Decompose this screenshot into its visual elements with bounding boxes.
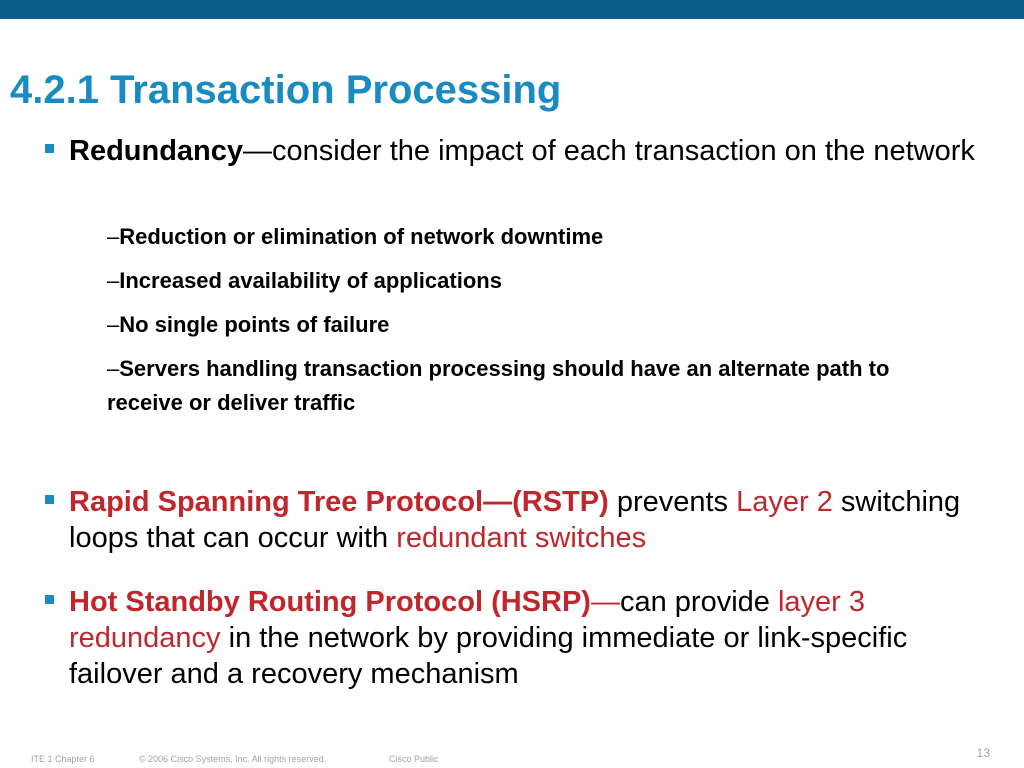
bullet-hsrp: Hot Standby Routing Protocol (HSRP)—can … xyxy=(45,584,975,692)
bullet-body: in the network by providing immediate or… xyxy=(69,622,908,690)
footer-chapter: ITE 1 Chapter 6 xyxy=(31,754,95,764)
sub-bullet: –Servers handling transaction processing… xyxy=(107,356,890,415)
sub-bullet: –Reduction or elimination of network dow… xyxy=(107,224,604,249)
bullet-dash: — xyxy=(590,586,620,618)
bullet-text: Hot Standby Routing Protocol (HSRP)—can … xyxy=(45,584,975,692)
bullet-highlight: Layer 2 xyxy=(736,486,833,518)
bullet-lead: Rapid Spanning Tree Protocol—(RSTP) xyxy=(69,486,609,518)
bullet-redundancy: Redundancy—consider the impact of each t… xyxy=(45,133,975,169)
bullet-rstp: Rapid Spanning Tree Protocol—(RSTP) prev… xyxy=(45,484,975,556)
square-bullet-icon xyxy=(45,495,54,504)
sub-bullet: –Increased availability of applications xyxy=(107,268,502,293)
slide-title: 4.2.1 Transaction Processing xyxy=(10,68,562,112)
sub-bullet: –No single points of failure xyxy=(107,312,390,337)
bullet-highlight: layer 3 redundancy xyxy=(69,586,866,654)
bullet-highlight: redundant switches xyxy=(396,522,647,554)
bullet-body: can provide xyxy=(619,586,778,618)
bullet-text: Rapid Spanning Tree Protocol—(RSTP) prev… xyxy=(45,484,975,556)
bullet-text: Redundancy—consider the impact of each t… xyxy=(45,133,975,169)
sub-bullet-text: Increased availability of applications xyxy=(119,268,502,293)
square-bullet-icon xyxy=(45,595,54,604)
footer-copyright: © 2006 Cisco Systems, Inc. All rights re… xyxy=(139,754,327,764)
bullet-lead: Hot Standby Routing Protocol (HSRP) xyxy=(69,586,591,618)
page-number: 13 xyxy=(976,746,990,760)
square-bullet-icon xyxy=(45,144,54,153)
sub-bullet-text: Servers handling transaction processing … xyxy=(107,356,890,415)
footer-classification: Cisco Public xyxy=(389,754,439,764)
sub-bullet-text: Reduction or elimination of network down… xyxy=(119,224,604,249)
sub-bullet-text: No single points of failure xyxy=(119,312,390,337)
bullet-body: —consider the impact of each transaction… xyxy=(243,135,975,167)
bullet-body: switching loops that can occur with xyxy=(69,486,961,554)
bullet-body: prevents xyxy=(608,486,737,518)
bullet-lead: Redundancy xyxy=(69,135,244,167)
header-bar xyxy=(0,0,1024,19)
